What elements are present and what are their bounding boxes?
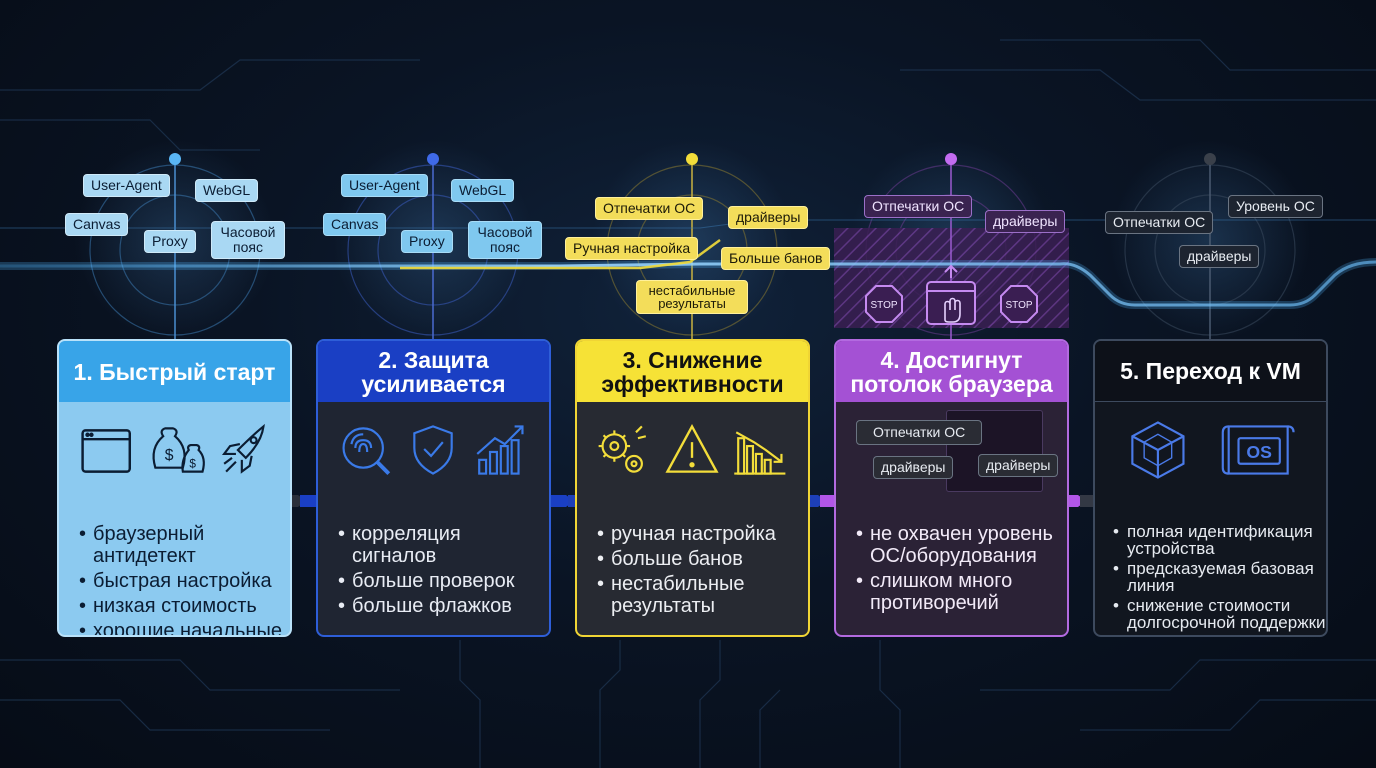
stage-icons: $ $: [81, 423, 265, 474]
stage-bullets: браузерный антидетект быстрая настройка …: [79, 523, 290, 635]
bullet-item: больше банов: [597, 548, 808, 570]
stage-bullets: не охвачен уровень ОС/оборудования слишк…: [856, 523, 1067, 617]
stage-title: 2. Защита усиливается: [318, 341, 549, 402]
stop-sign-icon: STOP: [865, 285, 903, 323]
stage-card-1: 1. Быстрый старт $ $ браузерный антидете…: [57, 339, 292, 637]
stop-sign-icon: STOP: [1000, 285, 1038, 323]
stage-card-2: 2. Защита усиливается корреляция сигнало…: [316, 339, 551, 637]
stage-card-3: 3. Снижение эффективности ручная настрой…: [575, 339, 810, 637]
stage-title: 3. Снижение эффективности: [577, 341, 808, 402]
stage-card-4: 4. Достигнут потолок браузера Отпечатки …: [834, 339, 1069, 637]
tag-canvas: Canvas: [323, 213, 387, 236]
tag-os-fingerprints: Отпечатки ОС: [595, 197, 704, 220]
tag-drivers: драйверы: [728, 206, 809, 229]
bullet-item: предсказуемая базовая линия: [1113, 560, 1326, 594]
bullet-item: больше проверок: [338, 570, 549, 592]
tag-drivers: драйверы: [978, 454, 1059, 477]
tag-os-level: Уровень ОС: [1228, 195, 1323, 218]
tag-timezone: Часовой пояс: [468, 221, 542, 259]
tag-user-agent: User-Agent: [341, 174, 428, 197]
fingerprint-search-icon: [342, 427, 391, 475]
tag-manual-setup: Ручная настройка: [565, 237, 699, 260]
rising-chart-icon: [476, 425, 524, 475]
stage-bullets: корреляция сигналов больше проверок боль…: [338, 523, 549, 620]
browser-window-icon: [81, 429, 132, 473]
stop-label: STOP: [1005, 300, 1032, 311]
warning-icon: [665, 423, 719, 473]
bullet-item: снижение стоимости долгосрочной поддержк…: [1113, 597, 1326, 631]
tag-drivers: драйверы: [873, 456, 954, 479]
tag-unstable-results: нестабильные результаты: [636, 280, 748, 314]
rocket-icon: [221, 423, 265, 474]
stage-icons: OS: [1131, 421, 1295, 479]
tag-drivers: драйверы: [1179, 245, 1260, 268]
tag-user-agent: User-Agent: [83, 174, 170, 197]
bullet-item: хорошие начальные результаты: [79, 620, 290, 635]
shield-check-icon: [413, 425, 453, 475]
stage-icons: Отпечатки ОС драйверы драйверы: [836, 402, 1067, 498]
bullet-item: корреляция сигналов: [338, 523, 549, 567]
yellow-signal-segment: [400, 238, 721, 270]
tag-os-fingerprints: Отпечатки ОС: [1105, 211, 1214, 234]
bullet-item: больше флажков: [338, 595, 549, 617]
stop-label: STOP: [870, 300, 897, 311]
tag-proxy: Proxy: [144, 230, 196, 253]
gears-icon: [598, 425, 647, 473]
bullet-item: полная идентификация устройства: [1113, 523, 1326, 557]
cube-icon: [1131, 421, 1185, 479]
stage-title: 4. Достигнут потолок браузера: [836, 341, 1067, 402]
tag-drivers: драйверы: [985, 210, 1066, 233]
tag-proxy: Proxy: [401, 230, 453, 253]
stage-card-5: 5. Переход к VM OS полная идентификация …: [1093, 339, 1328, 637]
stage-icons: [598, 423, 786, 475]
stage-title: 1. Быстрый старт: [59, 341, 290, 402]
tag-timezone: Часовой пояс: [211, 221, 285, 259]
bullet-item: быстрая настройка: [79, 570, 290, 592]
money-bags-icon: $ $: [152, 427, 205, 473]
tag-webgl: WebGL: [195, 179, 259, 202]
bullet-item: не охвачен уровень ОС/оборудования: [856, 523, 1067, 567]
os-label: OS: [1246, 442, 1272, 462]
tag-more-bans: Больше банов: [721, 247, 831, 270]
os-scroll-icon: OS: [1221, 425, 1295, 475]
tag-canvas: Canvas: [65, 213, 129, 236]
stage-title: 5. Переход к VM: [1095, 341, 1326, 402]
svg-text:$: $: [165, 447, 174, 464]
stage-icons: [342, 425, 524, 475]
tag-webgl: WebGL: [451, 179, 515, 202]
bullet-item: нестабильные результаты: [597, 573, 808, 617]
stem-dots: [169, 153, 1216, 165]
stage-bullets: ручная настройка больше банов нестабильн…: [597, 523, 808, 620]
browser-hand-icon: [926, 264, 976, 325]
bullet-item: низкая стоимость: [79, 595, 290, 617]
bullet-item: ручная настройка: [597, 523, 808, 545]
svg-text:$: $: [189, 458, 196, 471]
tag-os-fingerprints: Отпечатки ОС: [856, 420, 983, 445]
bullet-item: слишком много противоречий: [856, 570, 1067, 614]
stage-bullets: полная идентификация устройства предсказ…: [1113, 523, 1326, 634]
signal-line: [0, 260, 1376, 307]
tag-os-fingerprints: Отпечатки ОС: [864, 195, 973, 218]
falling-chart-icon: [734, 431, 786, 475]
bullet-item: браузерный антидетект: [79, 523, 290, 567]
